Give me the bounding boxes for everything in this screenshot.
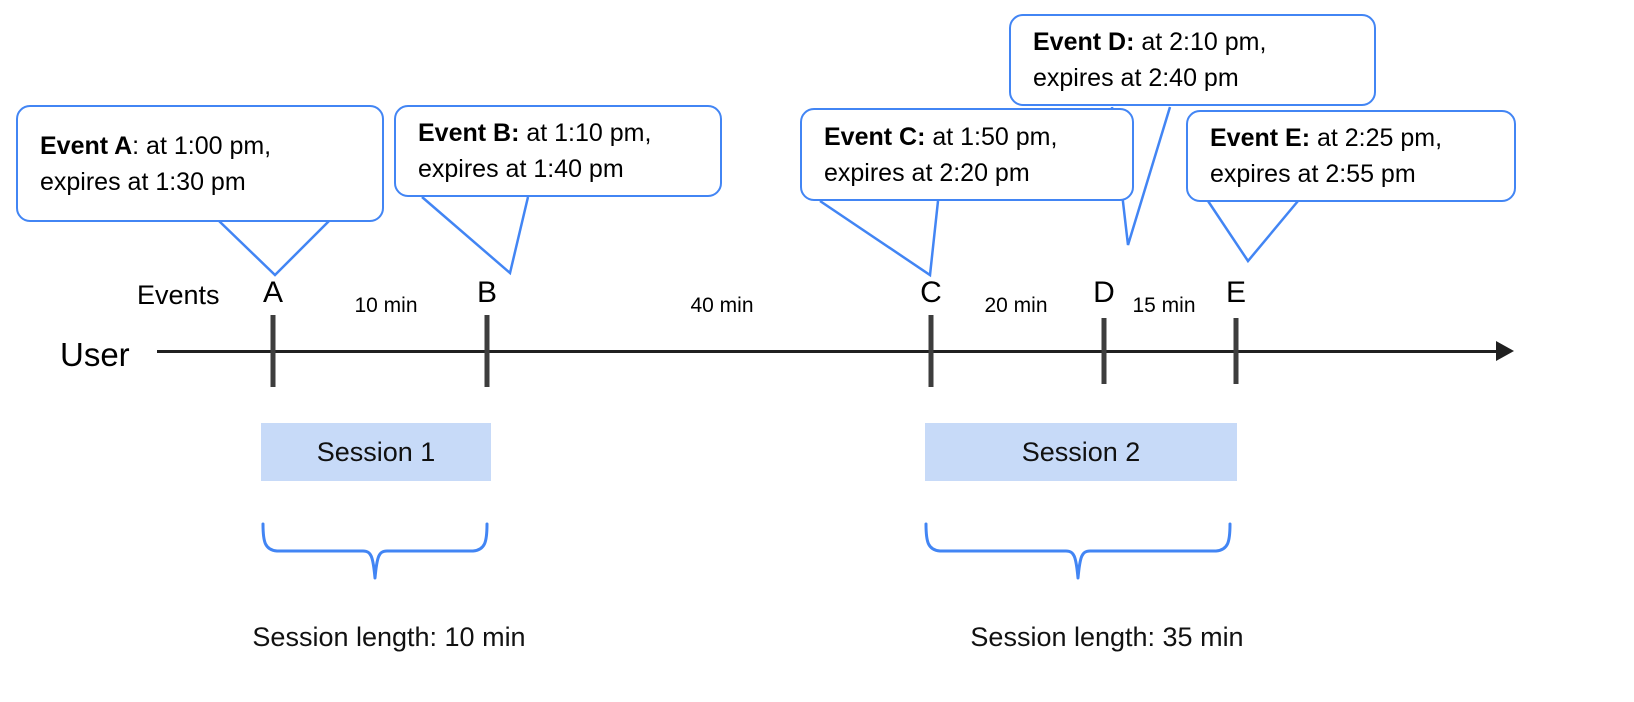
callout-event-d-line1: at 2:10 pm,	[1134, 28, 1267, 56]
callout-event-a-line1: : at 1:00 pm,	[132, 131, 272, 160]
gap-label-b-c: 40 min	[690, 294, 754, 317]
session-2-brace	[924, 522, 1232, 580]
session-1-brace	[261, 522, 489, 580]
user-row-label: User	[60, 336, 130, 373]
tick-letter-b: B	[476, 276, 498, 309]
callout-event-c[interactable]: Event C: at 1:50 pm, expires at 2:20 pm	[800, 108, 1134, 201]
tick-mark-a	[270, 315, 276, 387]
gap-label-d-e: 15 min	[1132, 294, 1196, 317]
session-box-1-label: Session 1	[316, 436, 436, 467]
callout-event-a-line2: expires at 1:30 pm	[40, 167, 246, 196]
session-2-length-label: Session length: 35 min	[970, 622, 1244, 652]
timeline-axis	[157, 350, 1502, 353]
timeline-arrowhead	[1496, 341, 1514, 361]
callout-event-d[interactable]: Event D: at 2:10 pm, expires at 2:40 pm	[1009, 14, 1376, 106]
callout-tail-c	[819, 199, 940, 278]
callout-event-e[interactable]: Event E: at 2:25 pm, expires at 2:55 pm	[1186, 110, 1516, 202]
callout-event-b[interactable]: Event B: at 1:10 pm, expires at 1:40 pm	[394, 105, 722, 197]
callout-event-c-title: Event C:	[824, 122, 926, 151]
callout-tail-b	[421, 196, 530, 276]
tick-letter-a: A	[262, 276, 284, 309]
callout-event-b-title: Event B:	[418, 119, 520, 147]
callout-event-e-line2: expires at 2:55 pm	[1210, 160, 1416, 188]
tick-letter-c: C	[920, 276, 942, 309]
callout-event-d-line2: expires at 2:40 pm	[1033, 64, 1239, 92]
callout-event-e-line1: at 2:25 pm,	[1310, 124, 1443, 152]
gap-label-a-b: 10 min	[354, 294, 418, 317]
events-row-label: Events	[137, 280, 220, 310]
callout-event-c-line1: at 1:50 pm,	[925, 122, 1058, 151]
callout-event-e-title: Event E:	[1210, 124, 1311, 152]
callout-tail-e	[1206, 200, 1299, 264]
callout-event-a[interactable]: Event A: at 1:00 pm, expires at 1:30 pm	[16, 105, 384, 222]
session-box-2[interactable]: Session 2	[925, 423, 1237, 481]
tick-mark-c	[928, 315, 934, 387]
callout-event-c-line2: expires at 2:20 pm	[824, 158, 1030, 187]
session-box-2-label: Session 2	[1021, 436, 1141, 467]
callout-event-b-line2: expires at 1:40 pm	[418, 155, 624, 183]
tick-mark-e	[1233, 318, 1239, 384]
callout-event-b-line1: at 1:10 pm,	[519, 119, 652, 147]
callout-event-e-text: Event E: at 2:25 pm, expires at 2:55 pm	[1210, 120, 1442, 192]
callout-tail-a	[217, 219, 331, 277]
tick-mark-d	[1101, 318, 1107, 384]
session-box-1[interactable]: Session 1	[261, 423, 491, 481]
callout-event-a-title: Event A	[40, 131, 133, 160]
callout-event-c-text: Event C: at 1:50 pm, expires at 2:20 pm	[824, 119, 1057, 191]
tick-mark-b	[484, 315, 490, 387]
tick-letter-d: D	[1093, 276, 1115, 309]
session-1-length-label: Session length: 10 min	[252, 622, 526, 652]
gap-label-c-d: 20 min	[984, 294, 1048, 317]
callout-event-d-text: Event D: at 2:10 pm, expires at 2:40 pm	[1033, 24, 1266, 96]
callout-event-b-text: Event B: at 1:10 pm, expires at 1:40 pm	[418, 115, 651, 187]
callout-event-a-text: Event A: at 1:00 pm, expires at 1:30 pm	[40, 128, 271, 200]
callout-event-d-title: Event D:	[1033, 28, 1135, 56]
tick-letter-e: E	[1225, 276, 1247, 309]
